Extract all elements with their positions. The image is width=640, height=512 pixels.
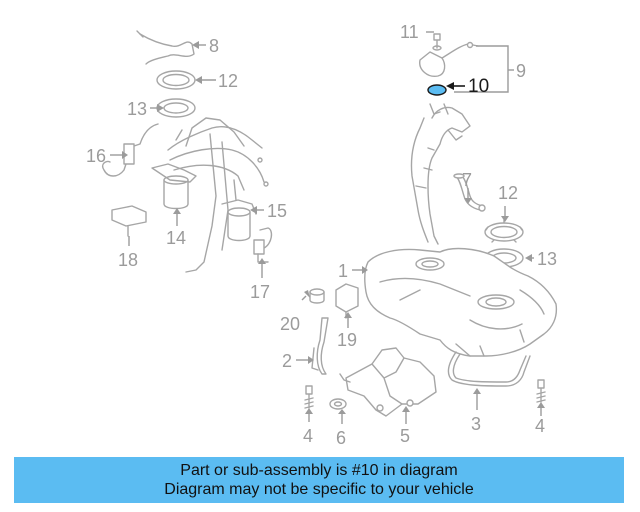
part-2-bracket [311,317,329,375]
callout-10[interactable]: 10 [468,76,489,97]
part-7-hose [453,173,486,212]
callout-7: 7 [462,170,472,190]
callout-labels: 1 2 3 4 4 5 6 7 8 9 10 11 12 12 13 13 14… [86,22,557,448]
bolt-right [536,379,546,403]
callout-16: 16 [86,146,106,166]
callout-14: 14 [166,228,186,248]
callout-8: 8 [209,36,219,56]
callout-5: 5 [400,426,410,446]
parts-diagram: 1 2 3 4 4 5 6 7 8 9 10 11 12 12 13 13 14… [86,22,558,448]
filler-neck-group [410,33,479,245]
callout-11: 11 [400,22,419,42]
callout-6: 6 [336,428,346,448]
callout-3: 3 [471,414,481,434]
callout-18: 18 [118,250,138,270]
tank-strap [447,351,531,387]
leader-lines [110,31,545,424]
callout-12-right: 12 [498,183,518,203]
callout-4-right: 4 [535,416,545,436]
callout-13-left: 13 [127,99,147,119]
part-12-ring [484,219,524,243]
banner-line-1: Part or sub-assembly is #10 in diagram [180,462,458,479]
fuel-lines-group [101,30,273,273]
callout-1: 1 [338,261,348,281]
banner-line-2: Diagram may not be specific to your vehi… [164,481,474,498]
part-6-nut [329,398,347,410]
info-banner: Part or sub-assembly is #10 in diagram D… [14,457,624,503]
part-19-clip [335,283,359,319]
part-20-cap [309,288,325,304]
callout-19: 19 [337,330,357,350]
part-10-highlight[interactable] [427,84,447,96]
callout-17: 17 [250,282,270,302]
callout-9: 9 [516,61,526,81]
heat-shield [339,347,437,417]
callout-13-right: 13 [537,249,557,269]
callout-2: 2 [282,351,292,371]
bolt-left [304,385,314,409]
callout-4-left: 4 [303,426,313,446]
callout-20: 20 [280,314,300,334]
callout-15: 15 [267,201,287,221]
fuel-tank [363,247,558,357]
callout-12-left: 12 [218,71,238,91]
